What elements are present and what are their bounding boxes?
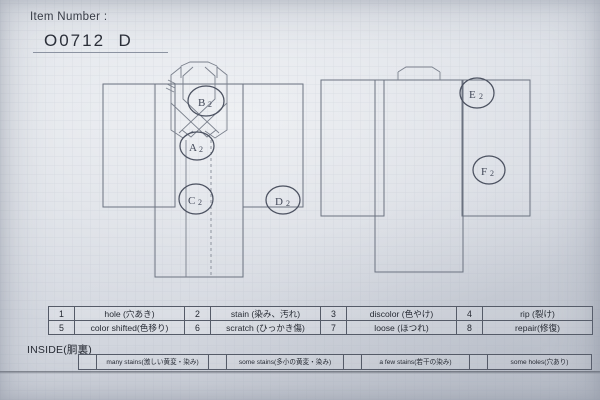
inside-checkbox[interactable] xyxy=(208,354,227,370)
kimono-front-view: B 2 A 2 C 2 D 2 xyxy=(102,61,304,278)
item-number-label: Item Number : xyxy=(30,11,108,23)
annotation-e2-sub: 2 xyxy=(479,92,483,101)
code-number: 8 xyxy=(456,320,483,335)
annotation-a2-sub: 2 xyxy=(199,145,203,154)
table-row: many stains(激しい黄変・染み) some stains(多小の黄変・… xyxy=(78,354,592,370)
annotation-b2: B 2 xyxy=(187,85,225,117)
annotation-f2-sub: 2 xyxy=(490,169,494,178)
code-number: 5 xyxy=(48,320,75,335)
code-label: rip (裂け) xyxy=(482,306,593,321)
annotation-e2-code: E xyxy=(469,89,476,101)
code-label: repair(修復) xyxy=(482,320,593,335)
annotation-a2-code: A xyxy=(189,142,197,154)
item-number-value: O0712 D xyxy=(44,31,133,50)
code-number: 6 xyxy=(184,320,211,335)
inside-option-label: some stains(多小の黄変・染み) xyxy=(226,354,344,370)
damage-code-table: 1 hole (穴あき) 2 stain (染み、汚れ) 3 discolor … xyxy=(48,306,593,335)
code-label: hole (穴あき) xyxy=(74,306,185,321)
inside-condition-table: many stains(激しい黄変・染み) some stains(多小の黄変・… xyxy=(78,354,592,370)
inside-checkbox[interactable] xyxy=(78,354,97,370)
annotation-e2: E 2 xyxy=(459,77,495,109)
annotation-d2-code: D xyxy=(275,196,283,208)
code-label: stain (染み、汚れ) xyxy=(210,306,321,321)
code-number: 4 xyxy=(456,306,483,321)
annotation-c2-sub: 2 xyxy=(198,198,202,207)
inside-option-label: some holes(穴あり) xyxy=(487,354,592,370)
inside-checkbox[interactable] xyxy=(469,354,488,370)
item-number-underline xyxy=(33,52,168,53)
table-row: 5 color shifted(色移り) 6 scratch (ひっかき傷) 7… xyxy=(48,320,593,335)
code-number: 2 xyxy=(184,306,211,321)
code-label: loose (ほつれ) xyxy=(346,320,457,335)
inside-option-label: a few stains(若干の染み) xyxy=(361,354,470,370)
annotation-c2: C 2 xyxy=(178,183,214,215)
code-number: 3 xyxy=(320,306,347,321)
kimono-back-view: E 2 F 2 xyxy=(320,66,531,273)
annotation-d2: D 2 xyxy=(265,185,301,215)
annotation-b2-code: B xyxy=(198,97,205,109)
annotation-f2-code: F xyxy=(481,166,487,178)
table-row: 1 hole (穴あき) 2 stain (染み、汚れ) 3 discolor … xyxy=(48,306,593,321)
code-label: color shifted(色移り) xyxy=(74,320,185,335)
annotation-d2-sub: 2 xyxy=(286,199,290,208)
annotation-f2: F 2 xyxy=(472,155,506,185)
annotation-c2-code: C xyxy=(188,195,195,207)
annotation-b2-sub: 2 xyxy=(208,100,212,109)
inside-section-label: INSIDE(胴裏) xyxy=(27,344,92,356)
inside-option-label: many stains(激しい黄変・染み) xyxy=(96,354,209,370)
annotation-a2: A 2 xyxy=(179,131,215,161)
code-number: 7 xyxy=(320,320,347,335)
code-label: scratch (ひっかき傷) xyxy=(210,320,321,335)
code-number: 1 xyxy=(48,306,75,321)
code-label: discolor (色やけ) xyxy=(346,306,457,321)
inside-checkbox[interactable] xyxy=(343,354,362,370)
